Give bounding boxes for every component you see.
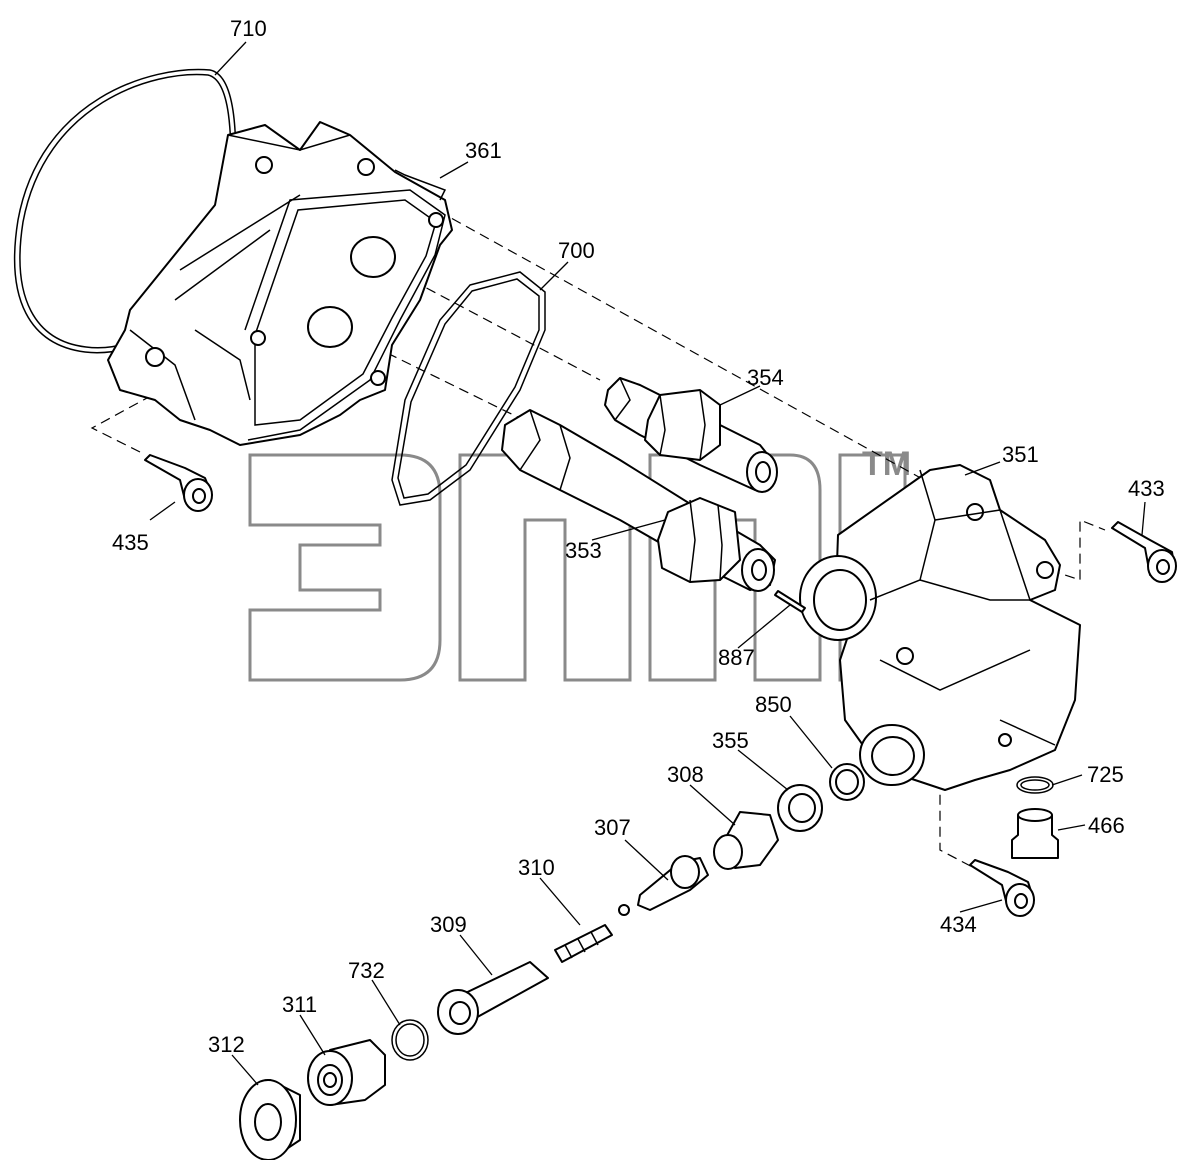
poppet-307 bbox=[618, 855, 709, 916]
o-ring-725 bbox=[1016, 776, 1054, 794]
callout-309: 309 bbox=[430, 912, 467, 937]
callout-725: 725 bbox=[1087, 762, 1124, 787]
callout-353: 353 bbox=[565, 538, 602, 563]
callout-466: 466 bbox=[1088, 813, 1125, 838]
seat-308 bbox=[713, 811, 779, 870]
collar-355 bbox=[777, 784, 823, 832]
callout-354: 354 bbox=[747, 365, 784, 390]
callout-700: 700 bbox=[558, 238, 595, 263]
pump-body-351 bbox=[799, 464, 1081, 791]
callout-433: 433 bbox=[1128, 476, 1165, 501]
cap-312 bbox=[239, 1079, 301, 1160]
callout-887: 887 bbox=[718, 645, 755, 670]
bolt-434 bbox=[969, 859, 1035, 917]
callout-355: 355 bbox=[712, 728, 749, 753]
bolt-433 bbox=[1111, 521, 1177, 583]
seal-850 bbox=[829, 763, 865, 801]
callout-732: 732 bbox=[348, 958, 385, 983]
spring-310 bbox=[554, 924, 613, 963]
callout-434: 434 bbox=[940, 912, 977, 937]
callout-351: 351 bbox=[1002, 442, 1039, 467]
callout-312: 312 bbox=[208, 1032, 245, 1057]
pin-887 bbox=[774, 590, 806, 613]
callout-710: 710 bbox=[230, 16, 267, 41]
adjust-screw-311 bbox=[307, 1039, 386, 1106]
callout-311: 311 bbox=[282, 992, 317, 1017]
sleeve-309 bbox=[437, 961, 549, 1035]
bolt-435 bbox=[144, 454, 213, 512]
pump-cover-361 bbox=[107, 121, 453, 446]
callout-308: 308 bbox=[667, 762, 704, 787]
plug-466 bbox=[1011, 808, 1059, 859]
callout-310: 310 bbox=[518, 855, 555, 880]
gear-shaft-353 bbox=[501, 409, 776, 592]
callout-435: 435 bbox=[112, 530, 149, 555]
watermark-tm: TM bbox=[862, 445, 911, 483]
callout-850: 850 bbox=[755, 692, 792, 717]
callout-361: 361 bbox=[465, 138, 502, 163]
callouts: 710 361 700 354 351 433 435 353 887 850 … bbox=[112, 16, 1165, 1057]
callout-307: 307 bbox=[594, 815, 631, 840]
gear-shaft-354 bbox=[604, 377, 778, 493]
o-ring-732 bbox=[391, 1019, 429, 1061]
leader-lines bbox=[149, 41, 1146, 1086]
